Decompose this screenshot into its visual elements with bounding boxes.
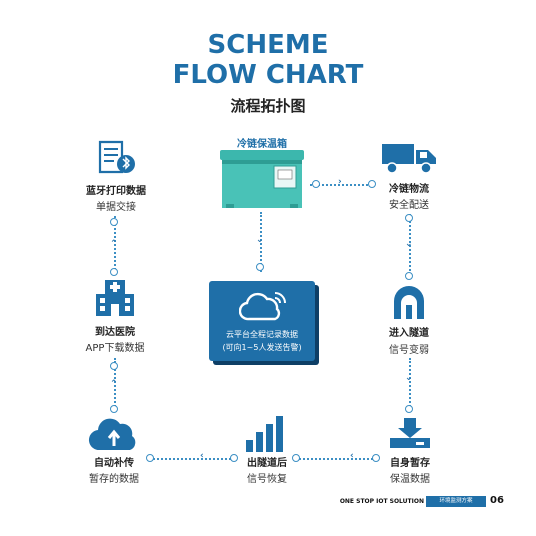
cloud-wifi-icon bbox=[239, 292, 286, 321]
cloud-upload-icon bbox=[88, 418, 136, 451]
connector-node bbox=[405, 214, 413, 222]
connector-hospital-printer bbox=[114, 216, 116, 274]
connector-node bbox=[312, 180, 320, 188]
truck-icon bbox=[382, 144, 436, 174]
truck-title: 冷链物流 bbox=[389, 184, 429, 195]
connector-node bbox=[368, 180, 376, 188]
connector-node bbox=[110, 218, 118, 226]
tunnel-out-sub: 信号恢复 bbox=[247, 474, 287, 485]
tunnel-out-title: 出隧道后 bbox=[247, 458, 287, 469]
page-title-line2: FLOW CHART bbox=[172, 60, 364, 90]
cooler-box-icon bbox=[220, 150, 304, 208]
arrow-up: ⌃ bbox=[110, 239, 118, 249]
connector-node bbox=[110, 405, 118, 413]
arrow-left: ‹ bbox=[200, 451, 204, 461]
connector-node bbox=[405, 272, 413, 280]
connector-tunnelout-upload bbox=[150, 458, 234, 460]
arrow-right: › bbox=[338, 177, 342, 187]
connector-node bbox=[292, 454, 300, 462]
printer-sub: 单据交接 bbox=[96, 202, 136, 213]
connector-upload-hospital bbox=[114, 358, 116, 410]
connector-tunnel-storage bbox=[409, 358, 411, 410]
cloud-platform-card: 云平台全程记录数据 (可向1~5人发送告警) bbox=[209, 281, 315, 361]
storage-sub: 保温数据 bbox=[390, 474, 430, 485]
tunnel-in-title: 进入隧道 bbox=[389, 328, 429, 339]
cloud-upload-title: 自动补传 bbox=[94, 458, 134, 469]
hospital-sub: APP下载数据 bbox=[85, 343, 145, 354]
connector-storage-tunnelout bbox=[296, 458, 376, 460]
connector-node bbox=[230, 454, 238, 462]
connector-node bbox=[256, 263, 264, 271]
page-number: 06 bbox=[490, 495, 504, 506]
cloud-line2: (可向1~5人发送告警) bbox=[222, 343, 302, 352]
arrow-down: ⌄ bbox=[405, 373, 413, 383]
storage-tray-icon bbox=[390, 418, 430, 448]
tunnel-icon bbox=[394, 286, 424, 319]
storage-title: 自身暂存 bbox=[390, 458, 430, 469]
connector-node bbox=[405, 405, 413, 413]
printer-title: 蓝牙打印数据 bbox=[86, 186, 146, 197]
footer-solution: ONE STOP IOT SOLUTION bbox=[339, 498, 424, 505]
tunnel-in-sub: 信号变弱 bbox=[389, 345, 429, 356]
bluetooth-receipt-icon bbox=[98, 140, 135, 174]
connector-node bbox=[372, 454, 380, 462]
arrow-left: ‹ bbox=[350, 451, 354, 461]
cloud-line1: 云平台全程记录数据 bbox=[226, 330, 298, 339]
connector-box-truck bbox=[310, 184, 372, 186]
connector-node bbox=[110, 362, 118, 370]
page-title-line1: SCHEME bbox=[207, 30, 329, 60]
connector-node bbox=[146, 454, 154, 462]
connector-box-cloud bbox=[260, 212, 262, 272]
arrow-up: ⌃ bbox=[110, 379, 118, 389]
connector-truck-tunnel bbox=[409, 214, 411, 278]
hospital-icon bbox=[96, 280, 134, 316]
cloud-upload-sub: 暂存的数据 bbox=[89, 474, 139, 485]
truck-sub: 安全配送 bbox=[389, 200, 429, 211]
arrow-down: ⌄ bbox=[405, 239, 413, 249]
connector-node bbox=[110, 268, 118, 276]
signal-bars-icon bbox=[246, 416, 283, 452]
hospital-title: 到达医院 bbox=[95, 327, 135, 338]
page-subtitle: 流程拓扑图 bbox=[230, 97, 306, 115]
footer-badge: 环境监测方案 bbox=[426, 496, 486, 507]
box-title: 冷链保温箱 bbox=[237, 139, 287, 150]
arrow-down: ⌄ bbox=[256, 235, 264, 245]
